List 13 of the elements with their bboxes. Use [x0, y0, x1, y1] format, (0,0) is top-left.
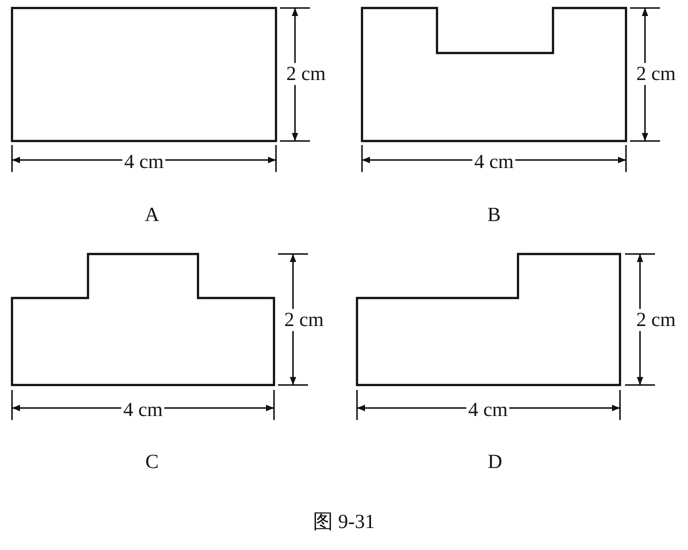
caption: 图 9-31	[313, 511, 375, 533]
figure-letter: C	[145, 451, 159, 473]
polygon-outline	[356, 252, 622, 386]
dimension-label: 2 cm	[282, 309, 326, 331]
figure-letter: D	[488, 451, 502, 473]
dimension-label: 2 cm	[284, 63, 328, 85]
dimension-label: 2 cm	[634, 63, 678, 85]
figure-letter: A	[144, 204, 160, 226]
rectangle-outline	[10, 6, 278, 142]
polygon-outline	[10, 252, 276, 386]
figure-letter: B	[487, 204, 501, 226]
polygon-outline	[360, 6, 628, 142]
dimension-label: 2 cm	[634, 309, 678, 331]
